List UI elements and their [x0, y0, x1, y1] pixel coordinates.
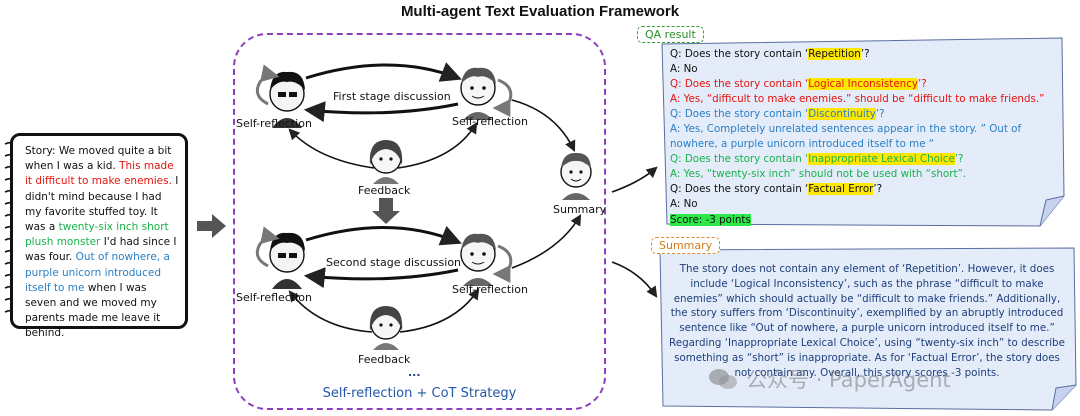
self-reflection-loop-bl	[255, 226, 280, 268]
criterion-highlight: Repetition	[808, 48, 861, 60]
qa-line-text: ’?	[917, 78, 927, 91]
strategy-caption: Self-reflection + CoT Strategy	[322, 386, 517, 401]
qa-line-text: Q: Does the story contain ‘	[670, 183, 809, 196]
second-stage-arrow-right	[305, 225, 462, 246]
qa-line-text: A: No	[670, 198, 698, 211]
qa-line: A: No	[670, 197, 1070, 212]
qa-line: nowhere, a purple unicorn introduced its…	[670, 137, 1070, 152]
story-segment: Story: We moved quite a bit when I was a…	[25, 145, 172, 173]
qa-line-text: ’?	[860, 48, 870, 60]
qa-line-text: Q: Does the story contain ‘	[670, 48, 809, 60]
second-stage-arrow-left	[303, 267, 459, 289]
feedback-arrow-2-left	[288, 290, 373, 333]
label-feedback-2: Feedback	[358, 353, 411, 366]
label-feedback-1: Feedback	[358, 184, 411, 197]
qa-line-text: Q: Does the story contain ‘	[670, 108, 809, 121]
qa-line: Q: Does the story contain ‘Logical Incon…	[670, 77, 1070, 92]
label-self-reflection-tr: Self-reflection	[452, 115, 528, 128]
story-segment: when I was seven and we moved my parents…	[25, 281, 161, 340]
diagram-title: Multi-agent Text Evaluation Framework	[400, 3, 680, 20]
qa-line: A: Yes, “difficult to make enemies.” sho…	[670, 92, 1070, 107]
first-stage-arrow-left	[303, 101, 459, 123]
summary-tag: Summary	[651, 237, 721, 254]
agent-bottom-right	[460, 233, 496, 286]
qa-line: A: No	[670, 62, 1070, 77]
feedback-arrow-1-left	[288, 128, 375, 169]
qa-line-text: A: No	[670, 63, 698, 76]
qa-line: Q: Does the story contain ‘Inappropriate…	[670, 152, 1070, 167]
story-notebook: Story: We moved quite a bit when I was a…	[10, 133, 188, 339]
to-summary-arrow-top	[511, 99, 576, 153]
criterion-highlight: Discontinuity	[808, 108, 876, 121]
qa-line: Q: Does the story contain ‘Factual Error…	[670, 182, 1070, 197]
story-segment-logical-inconsistency: This made it difficult to make enemies.	[25, 160, 174, 188]
label-self-reflection-tl: Self-reflection	[236, 117, 312, 130]
wechat-icon	[709, 369, 737, 389]
watermark-text: 公众号 · PaperAgent	[746, 368, 951, 392]
story-segment-lexical-choice: twenty-six inch short plush monster	[25, 221, 169, 249]
story-segment: I didn't mind because I had my favorite …	[25, 175, 179, 234]
qa-result-list: Q: Does the story contain ‘Repetition’?A…	[670, 47, 1070, 228]
qa-line: Q: Does the story contain ‘Repetition’?	[670, 47, 1070, 62]
to-summary-arrow-bottom	[511, 214, 582, 269]
agent-feedback-2	[369, 306, 403, 350]
self-reflection-loop-br	[492, 244, 513, 283]
qa-line-text: Q: Does the story contain ‘	[670, 78, 809, 91]
qa-line-text: ’?	[875, 108, 885, 121]
qa-line-text: ’?	[954, 153, 964, 166]
criterion-highlight: Logical Inconsistency	[808, 78, 918, 91]
self-reflection-loop-tl	[255, 64, 280, 106]
story-segment-discontinuity: Out of nowhere, a purple unicorn introdu…	[25, 251, 170, 294]
story-to-framework-arrow	[197, 214, 226, 238]
qa-line: Score: -3 points	[670, 213, 1070, 228]
summary-to-summary-arrow	[611, 261, 658, 298]
watermark: 公众号 · PaperAgent	[708, 363, 998, 395]
framework-dashed-box	[233, 33, 606, 410]
qa-line: A: Yes, “twenty-six inch” should not be …	[670, 167, 1070, 182]
qa-note-fold	[1039, 195, 1065, 227]
qa-line-text: Q: Does the story contain ‘	[670, 153, 809, 166]
feedback-arrow-2-right	[399, 288, 480, 333]
criterion-highlight: Factual Error	[808, 183, 874, 196]
agent-top-left	[269, 71, 305, 128]
agent-summary	[560, 152, 592, 200]
qa-line-text: nowhere, a purple unicorn introduced its…	[670, 138, 935, 151]
qa-line: Q: Does the story contain ‘Discontinuity…	[670, 107, 1070, 122]
qa-result-tag: QA result	[637, 26, 704, 43]
qa-line: A: Yes, Completely unrelated sentences a…	[670, 122, 1070, 137]
label-self-reflection-bl: Self-reflection	[236, 291, 312, 304]
score-highlight: Score: -3 points	[670, 213, 751, 226]
self-reflection-loop-tr	[492, 78, 513, 117]
criterion-highlight: Inappropriate Lexical Choice	[808, 153, 955, 166]
continuation-ellipsis: ...	[408, 366, 421, 379]
summary-note-fold	[1051, 384, 1077, 411]
story-segment: I'd had since I was four.	[25, 236, 177, 264]
feedback-arrow-1-right	[397, 122, 478, 169]
summary-to-qa-arrow	[611, 166, 658, 193]
qa-line-text: A: Yes, “twenty-six inch” should not be …	[670, 168, 967, 181]
qa-line-text: A: Yes, Completely unrelated sentences a…	[670, 123, 1022, 136]
first-stage-arrow-right	[305, 62, 462, 82]
label-second-stage-discussion: Second stage discussion	[326, 256, 462, 269]
agent-top-right	[460, 67, 496, 120]
qa-line-text: A: Yes, “difficult to make enemies.” sho…	[670, 93, 1045, 106]
label-first-stage-discussion: First stage discussion	[333, 90, 451, 103]
label-summary: Summary	[553, 203, 607, 216]
summary-text: The story does not contain any element o…	[669, 263, 1065, 379]
agent-feedback-1	[369, 140, 403, 184]
stage-transition-arrow	[372, 198, 400, 224]
label-self-reflection-br: Self-reflection	[452, 283, 528, 296]
qa-line-text: ’?	[873, 183, 883, 196]
